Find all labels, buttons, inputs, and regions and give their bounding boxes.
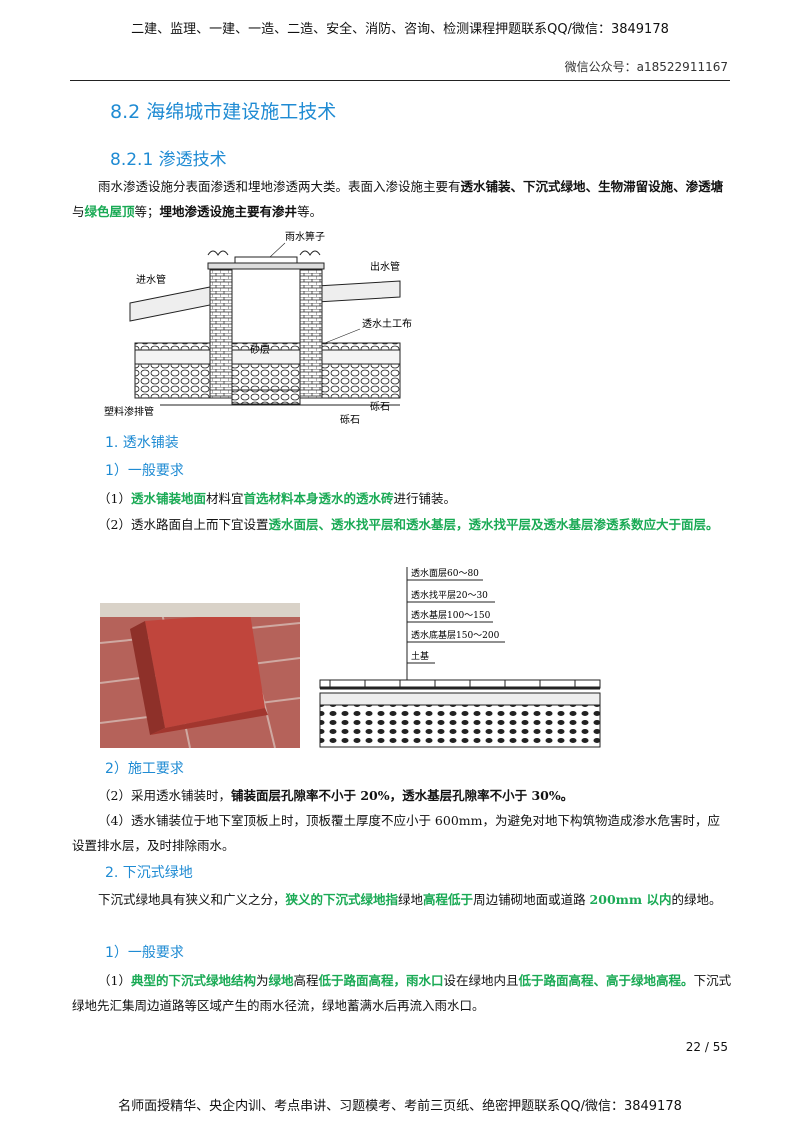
label-grate: 雨水箅子	[285, 230, 325, 243]
s2-paragraph: 下沉式绿地具有狭义和广义之分，狭义的下沉式绿地指绿地高程低于周边铺砌地面或道路 …	[98, 892, 722, 907]
s1b-req-4: （4）透水铺装位于地下室顶板上时，顶板覆土厚度不应小于 600mm，为避免对地下…	[72, 813, 720, 853]
layer-label-5: 土基	[411, 650, 429, 662]
label-drain: 塑料渗排管	[104, 405, 154, 418]
s2-req-1: （1）典型的下沉式绿地结构为绿地高程低于路面高程，雨水口设在绿地内且低于路面高程…	[72, 973, 732, 1013]
s1-req-2: （2）透水路面自上而下宜设置透水面层、透水找平层和透水基层，透水找平层及透水基层…	[98, 517, 719, 532]
s1-req-title: 1）一般要求	[105, 463, 184, 479]
s1-req-1: （1）透水铺装地面材料宜首选材料本身透水的透水砖进行铺装。	[98, 491, 457, 506]
label-gravel-2: 砾石	[340, 413, 360, 426]
label-outlet: 出水管	[370, 260, 400, 273]
subsection-title: 8.2.1 渗透技术	[110, 150, 227, 170]
s1b-req-2: （2）采用透水铺装时，铺装面层孔隙率不小于 20%，透水基层孔隙率不小于 30%…	[98, 788, 574, 803]
permeable-brick-photo	[100, 603, 300, 748]
layer-label-2: 透水找平层20～30	[411, 589, 488, 601]
page-number: 22 / 55	[685, 1040, 728, 1054]
infiltration-well-diagram: 雨水箅子 进水管 出水管 透水土工布 砂层 塑料渗排管 砾石 砾石	[104, 230, 412, 426]
footer-text: 名师面授精华、央企内训、考点串讲、习题模考、考前三页纸、绝密押题联系QQ/微信：…	[118, 1099, 682, 1114]
layer-label-1: 透水面层60～80	[411, 567, 479, 579]
label-inlet: 进水管	[136, 273, 166, 286]
header-wechat: 微信公众号：a18522911167	[564, 60, 728, 74]
layer-label-4: 透水底基层150～200	[411, 629, 500, 641]
header-top-line: 二建、监理、一建、一造、二造、安全、消防、咨询、检测课程押题联系QQ/微信：38…	[131, 22, 669, 37]
layer-label-3: 透水基层100～150	[411, 609, 491, 621]
s1-title: 1. 透水铺装	[105, 435, 179, 451]
label-geotextile: 透水土工布	[362, 317, 412, 330]
intro-paragraph: 雨水渗透设施分表面渗透和埋地渗透两大类。表面入渗设施主要有透水铺装、下沉式绿地、…	[72, 179, 724, 219]
section-title: 8.2 海绵城市建设施工技术	[110, 101, 337, 123]
label-gravel-1: 砾石	[370, 400, 390, 413]
label-sand: 砂层	[250, 343, 270, 356]
header-rule	[70, 80, 730, 81]
s2-title: 2. 下沉式绿地	[105, 865, 193, 881]
pavement-layers-diagram: 透水面层60～80 透水找平层20～30 透水基层100～150 透水底基层15…	[319, 567, 601, 748]
s1b-title: 2）施工要求	[105, 761, 184, 777]
s2-req-title: 1）一般要求	[105, 945, 184, 961]
